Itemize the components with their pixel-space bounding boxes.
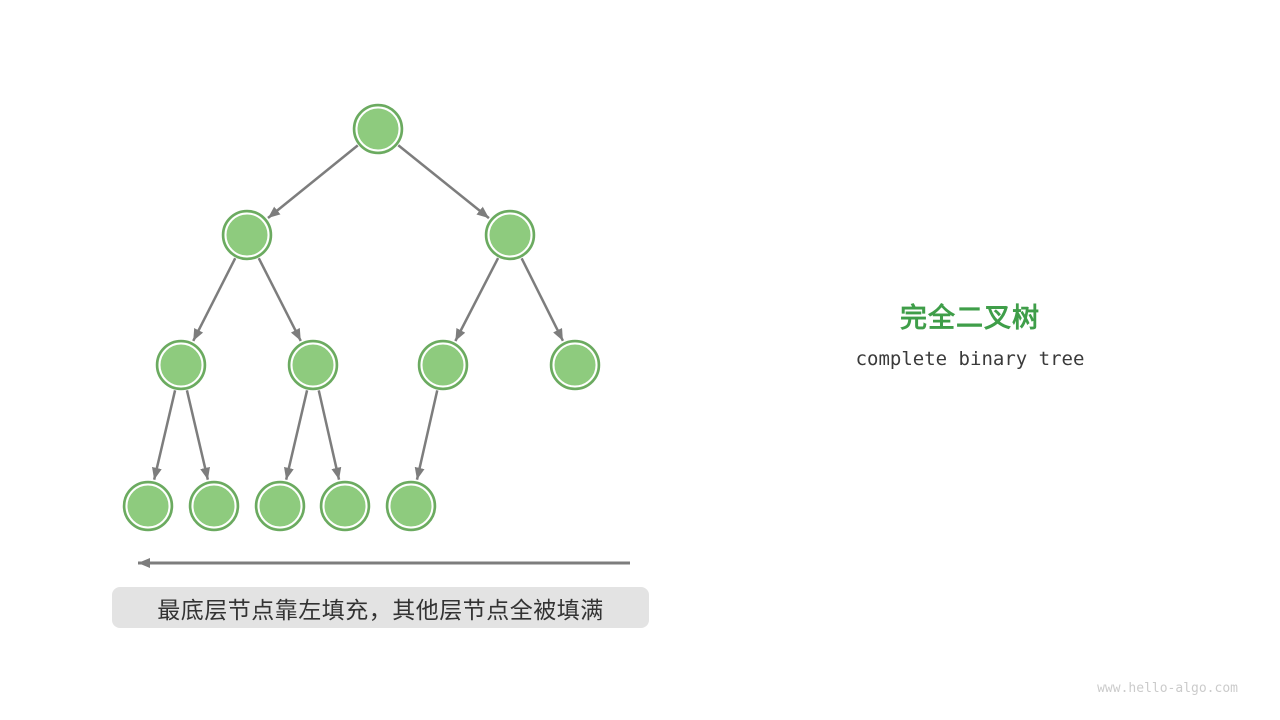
- tree-edge: [317, 390, 342, 480]
- tree-node: [287, 339, 339, 391]
- tree-node: [188, 480, 240, 532]
- tree-node-inner-ring: [257, 483, 303, 529]
- tree-node-inner-ring: [290, 342, 336, 388]
- tree-edge: [192, 257, 237, 342]
- tree-nodes: [122, 103, 601, 532]
- tree-node: [221, 209, 273, 261]
- tree-node-inner-ring: [552, 342, 598, 388]
- tree-node-inner-ring: [125, 483, 171, 529]
- caption-text: 最底层节点靠左填充，其他层节点全被填满: [157, 596, 604, 623]
- watermark-url: www.hello-algo.com: [1097, 681, 1238, 696]
- tree-node: [155, 339, 207, 391]
- tree-edge: [185, 390, 210, 480]
- tree-node: [417, 339, 469, 391]
- tree-edges: [152, 144, 565, 480]
- tree-node-inner-ring: [224, 212, 270, 258]
- tree-node: [352, 103, 404, 155]
- tree-edge: [454, 257, 500, 342]
- tree-node-inner-ring: [420, 342, 466, 388]
- tree-edge: [414, 390, 439, 480]
- title-chinese: 完全二叉树: [900, 303, 1040, 333]
- tree-node-inner-ring: [355, 106, 401, 152]
- tree-node-inner-ring: [191, 483, 237, 529]
- tree-edge: [267, 144, 359, 219]
- caption-box: 最底层节点靠左填充，其他层节点全被填满: [112, 587, 649, 628]
- tree-node-inner-ring: [158, 342, 204, 388]
- tree-node: [122, 480, 174, 532]
- tree-node: [549, 339, 601, 391]
- tree-node: [254, 480, 306, 532]
- tree-edge: [152, 390, 177, 480]
- tree-edge: [284, 390, 309, 480]
- tree-edge: [520, 257, 565, 342]
- tree-node-inner-ring: [487, 212, 533, 258]
- tree-edge: [397, 144, 490, 220]
- tree-node: [385, 480, 437, 532]
- tree-edge: [257, 257, 302, 342]
- tree-node: [484, 209, 536, 261]
- tree-node: [319, 480, 371, 532]
- title-block: 完全二叉树 complete binary tree: [770, 296, 1170, 370]
- tree-node-inner-ring: [322, 483, 368, 529]
- title-english: complete binary tree: [855, 348, 1085, 370]
- tree-node-inner-ring: [388, 483, 434, 529]
